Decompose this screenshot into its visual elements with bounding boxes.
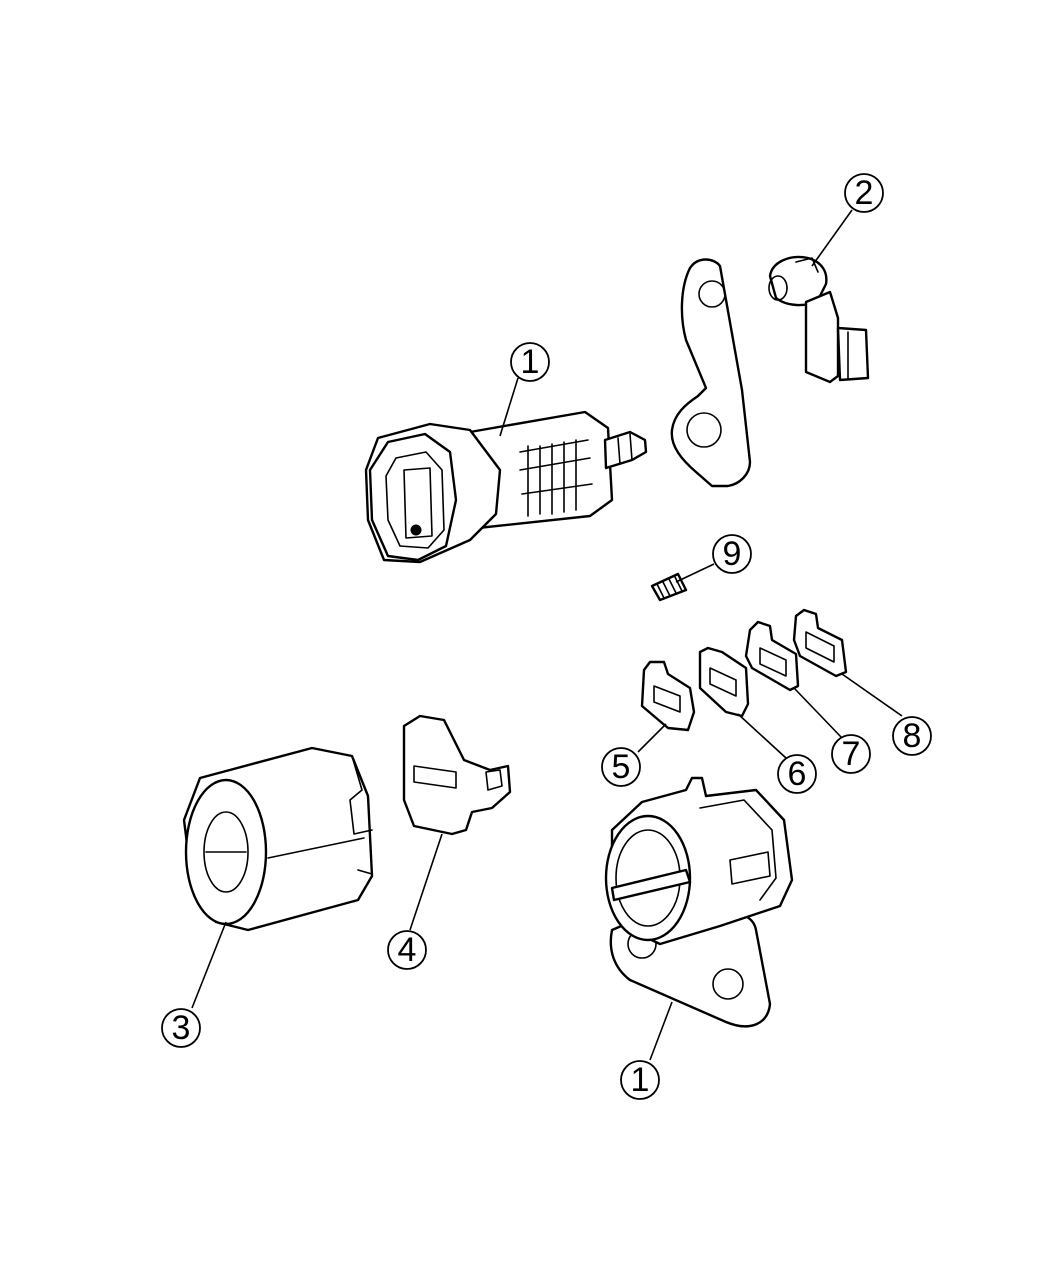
callout-3: 3 — [161, 1008, 201, 1048]
callout-1-upper: 1 — [510, 342, 550, 382]
callout-5-label: 5 — [612, 748, 631, 786]
lock-housing-lower — [604, 776, 794, 1028]
callout-4: 4 — [387, 930, 427, 970]
lock-cap — [182, 746, 374, 932]
tumbler-wafer-5 — [640, 660, 696, 732]
callout-8-label: 8 — [903, 717, 922, 755]
callout-7: 7 — [831, 734, 871, 774]
lock-retainer-clip — [402, 714, 512, 836]
callout-6-label: 6 — [788, 755, 807, 793]
lock-cylinder-upper — [364, 410, 648, 564]
callout-4-label: 4 — [398, 931, 417, 969]
callout-9-label: 9 — [723, 535, 742, 573]
callout-1-lower: 1 — [620, 1060, 660, 1100]
callout-1-lower-label: 1 — [631, 1061, 650, 1099]
callout-8: 8 — [892, 716, 932, 756]
callout-7-label: 7 — [842, 735, 861, 773]
tumbler-wafer-8 — [792, 608, 848, 678]
callout-5: 5 — [601, 747, 641, 787]
lock-spring — [650, 572, 688, 602]
tumbler-wafer-6 — [698, 646, 750, 718]
lock-lever-arm — [670, 258, 752, 488]
callout-6: 6 — [777, 754, 817, 794]
callout-leaders — [191, 209, 903, 1061]
lock-cam-clip — [768, 255, 870, 384]
callout-3-label: 3 — [172, 1009, 191, 1047]
callout-9: 9 — [712, 534, 752, 574]
callout-1-upper-label: 1 — [521, 343, 540, 381]
tumbler-wafer-7 — [744, 620, 800, 692]
callout-2: 2 — [844, 173, 884, 213]
callout-2-label: 2 — [855, 174, 874, 212]
